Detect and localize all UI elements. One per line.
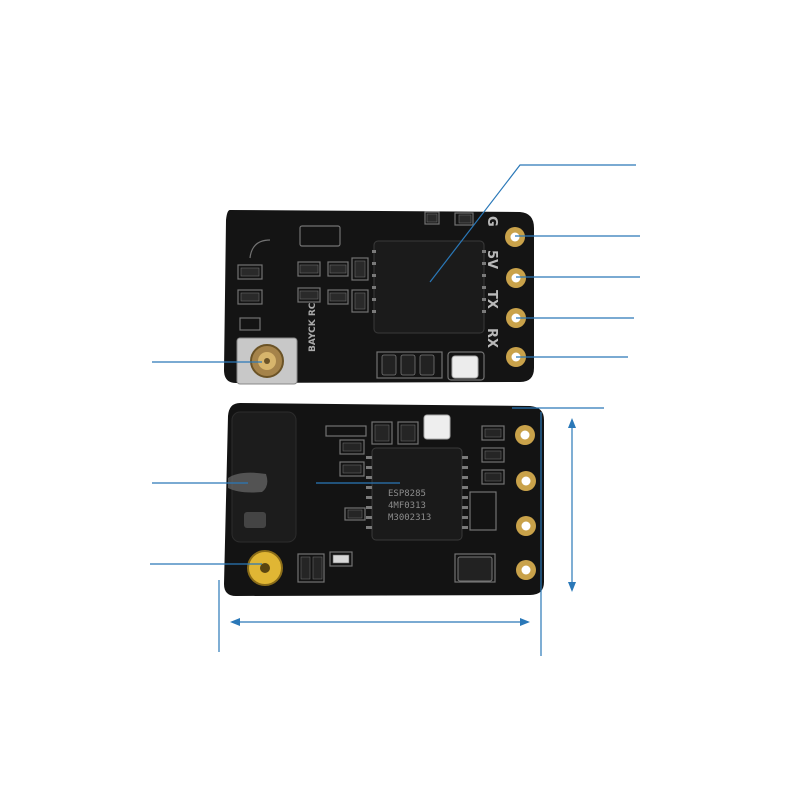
qfn-chip-icon [372,250,486,313]
arrow-down-icon [568,582,576,592]
pin-labels: G 5V TX RX [484,216,499,348]
chip-marking-line-2: 4MF0313 [388,501,426,511]
arrow-up-icon [568,418,576,428]
top-smd-components [240,213,472,310]
top-white-component [451,355,479,379]
bottom-pin-holes [515,425,536,580]
top-qfn-chip [372,240,486,334]
callout-chip-top [429,164,636,283]
chip-marking: ESP8285 4MF0313 M3002313 [388,489,431,523]
bottom-smd-components [300,424,502,580]
bottom-esp-chip: ESP8285 4MF0313 M3002313 [366,447,468,541]
bottom-black-component [457,556,493,582]
bottom-receiver-board: ESP8285 4MF0313 M3002313 [224,403,544,596]
top-silkscreen [237,211,485,381]
pin-label-rx: RX [484,328,499,348]
annotation-lines [150,164,640,656]
bottom-white-led [423,414,451,440]
bottom-silkscreen [297,421,505,583]
brand-text: BAYCK RC [308,302,318,352]
pin-label-g: G [484,216,499,227]
chip-marking-line-3: M3002313 [388,513,431,523]
top-inductor-row [381,354,435,376]
arrow-right-icon [520,618,530,626]
dimension-arrowheads [230,418,576,626]
pin-label-tx: TX [484,290,499,309]
solder-pad-icon [247,550,283,586]
chip-marking-line-1: ESP8285 [388,489,426,499]
pin-label-5v: 5V [484,250,499,269]
top-receiver-board: BAYCK RC G 5V TX RX [224,210,534,385]
ufl-connector-icon [236,337,298,385]
arrow-left-icon [230,618,240,626]
antenna-pad-2 [244,512,266,528]
